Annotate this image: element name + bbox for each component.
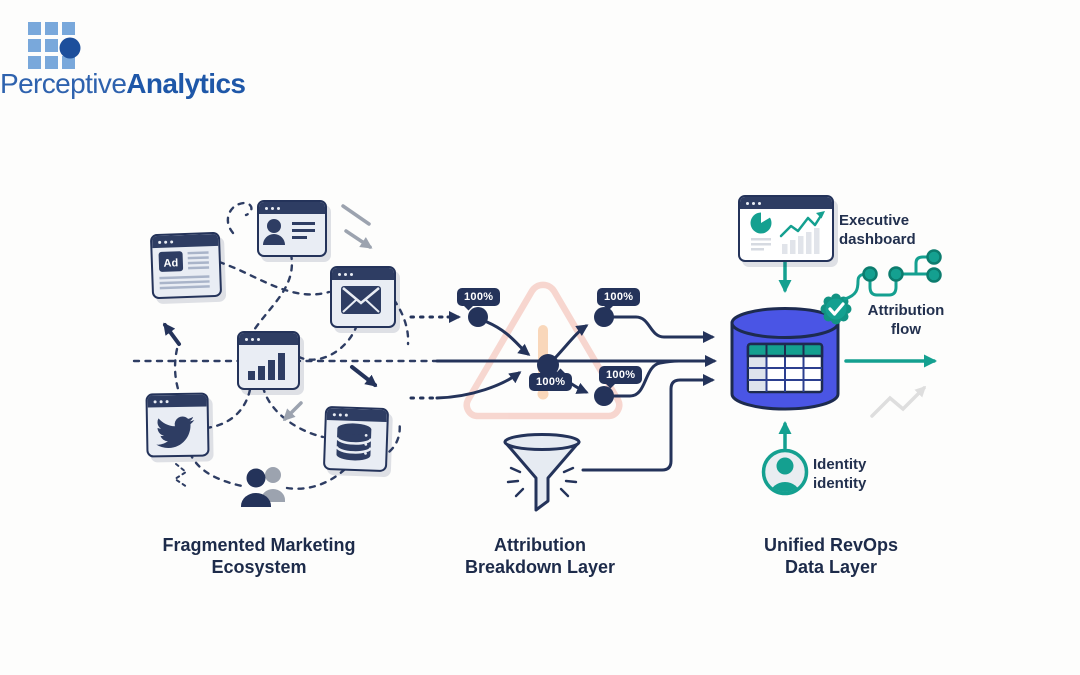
- email-icon: [341, 286, 381, 314]
- attribution-badge-2: 100%: [529, 373, 573, 391]
- users-icon: [241, 467, 285, 507]
- node-middle: [537, 354, 559, 376]
- breakdown-nodes: [468, 307, 614, 406]
- logo-text-perceptive: Perceptive: [0, 68, 127, 99]
- database-cylinder-icon: [730, 307, 840, 411]
- executive-dashboard-label-line1: Executive: [839, 212, 910, 229]
- node-bottom-right: [594, 386, 614, 406]
- unified-caption-line1: Unified RevOps: [763, 535, 899, 555]
- funnel-icon: [503, 433, 581, 512]
- identity-avatar-icon: [761, 448, 809, 496]
- fragmented-arrows: [163, 204, 378, 422]
- trend-arrow-icon: [870, 385, 927, 418]
- line-chart-icon: [779, 211, 825, 238]
- attribution-breakdown-caption: Attribution Breakdown Layer: [410, 534, 670, 578]
- database-icon: [335, 423, 373, 461]
- attribution-caption-line2: Breakdown Layer: [464, 557, 616, 577]
- navy-arrow-down-right-icon: [350, 365, 378, 387]
- identity-label-line1: Identity: [813, 456, 867, 473]
- database-window: [322, 405, 390, 473]
- attribution-caption-line1: Attribution: [494, 535, 586, 555]
- chart-window-titlebar: [239, 333, 298, 345]
- attribution-flow-label-line1: Attribution: [867, 302, 945, 319]
- badge-value: 100%: [464, 291, 494, 303]
- executive-dashboard-label-line2: dashboard: [839, 231, 916, 248]
- email-window-titlebar: [332, 268, 394, 280]
- ad-icon: Ad: [158, 251, 210, 290]
- ad-label: Ad: [163, 257, 178, 270]
- node-top-right: [594, 307, 614, 327]
- dashboard-titlebar: [740, 197, 832, 209]
- check-badge-icon: [820, 293, 852, 325]
- badge-value: 100%: [604, 291, 634, 303]
- attribution-flow-label: Attribution flow: [856, 301, 956, 339]
- attribution-flow-label-line2: flow: [891, 321, 921, 338]
- mini-bars: [782, 228, 820, 254]
- executive-dashboard-window: [738, 195, 834, 262]
- gray-line: [341, 204, 371, 226]
- attribution-flow-icon: [843, 249, 942, 301]
- attribution-badge-4: 100%: [599, 366, 643, 384]
- ad-window: Ad: [149, 231, 223, 300]
- twitter-icon: [156, 416, 195, 448]
- pie-chart-icon: [750, 211, 772, 234]
- twitter-window: [145, 392, 210, 458]
- chart-window: [237, 331, 300, 390]
- node-top-left: [468, 307, 488, 327]
- twitter-window-titlebar: [147, 394, 207, 408]
- unified-caption-line2: Data Layer: [784, 557, 878, 577]
- unified-revops-caption: Unified RevOps Data Layer: [701, 534, 961, 578]
- dashboard-content: [750, 211, 825, 254]
- gray-arrow-down-left-icon: [282, 401, 303, 422]
- logo-text-analytics: Analytics: [126, 68, 246, 99]
- data-table-icon: [746, 342, 824, 394]
- executive-dashboard-label: Executive dashboard: [839, 211, 916, 249]
- fragmented-caption-line1: Fragmented Marketing: [162, 535, 356, 555]
- attribution-badge-1: 100%: [457, 288, 501, 306]
- bar-chart-icon: [248, 353, 285, 380]
- funnel-leak-marks: [506, 466, 578, 498]
- identity-label: Identity identity: [813, 455, 866, 493]
- logo-grid-icon: [28, 22, 81, 69]
- navy-arrow-up-left-icon: [163, 322, 181, 346]
- contact-window: [257, 200, 327, 257]
- contact-card-icon: [263, 219, 315, 245]
- identity-label-line2: identity: [813, 475, 867, 492]
- logo-wordmark: PerceptiveAnalytics: [0, 68, 246, 100]
- badge-value: 100%: [606, 369, 636, 381]
- badge-value: 100%: [536, 376, 566, 388]
- contact-window-titlebar: [259, 202, 325, 214]
- gray-arrow-down-right-icon: [344, 229, 373, 249]
- email-window: [330, 266, 396, 328]
- attribution-badge-3: 100%: [597, 288, 641, 306]
- perceptive-analytics-logo: PerceptiveAnalytics: [0, 8, 300, 118]
- fragmented-caption-line2: Ecosystem: [211, 557, 307, 577]
- fragmented-ecosystem-caption: Fragmented Marketing Ecosystem: [129, 534, 389, 578]
- revops-teal-arrows: [778, 260, 937, 450]
